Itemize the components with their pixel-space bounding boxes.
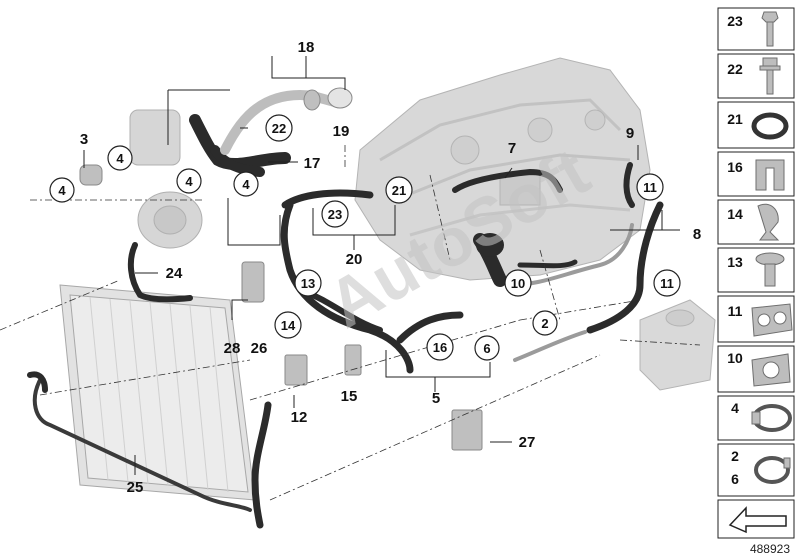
callout-23-text: 23 xyxy=(328,207,342,222)
part-label-20: 20 xyxy=(346,251,363,268)
callout-11-b-text: 11 xyxy=(660,276,674,291)
callout-6-text: 6 xyxy=(483,341,490,356)
expanding-rivet-icon xyxy=(755,252,785,287)
hose-clamp-icon xyxy=(751,404,792,432)
callout-14 xyxy=(274,311,302,339)
part-label-28: 28 xyxy=(224,340,241,357)
part-label-17: 17 xyxy=(304,155,321,172)
legend-number-16: 16 xyxy=(727,159,743,175)
callout-16-text: 16 xyxy=(433,340,447,355)
part-label-15: 15 xyxy=(341,388,358,405)
small-parts xyxy=(79,87,483,451)
part-label-19: 19 xyxy=(333,123,350,140)
callout-21 xyxy=(385,176,413,204)
legend-number-2: 2 xyxy=(731,448,739,464)
engine-block xyxy=(354,57,651,281)
callout-22 xyxy=(265,114,293,142)
double-holder-icon xyxy=(751,303,793,337)
hoses xyxy=(27,89,664,529)
legend-number-22: 22 xyxy=(727,61,743,77)
legend-number-21: 21 xyxy=(727,111,743,127)
callout-4-c xyxy=(176,168,202,194)
callout-16 xyxy=(426,333,454,361)
callout-4-b xyxy=(49,177,75,203)
legend-number-4: 4 xyxy=(731,400,739,416)
callout-11-b xyxy=(653,269,681,297)
legend-icons xyxy=(751,11,793,484)
spring-clip-icon xyxy=(757,203,780,241)
bolt-icon xyxy=(761,11,779,47)
arrow-icon xyxy=(728,506,787,534)
part-label-26: 26 xyxy=(251,340,268,357)
callout-4-b-text: 4 xyxy=(58,183,66,198)
hose-clip-icon xyxy=(755,159,785,191)
callout-4-a xyxy=(107,145,133,171)
legend-number-6: 6 xyxy=(731,471,739,487)
part-label-25: 25 xyxy=(127,479,144,496)
part-label-5: 5 xyxy=(432,390,440,407)
part-labels: 3 18 19 17 7 9 8 20 24 28 26 12 15 5 27 … xyxy=(80,39,701,496)
diagram-reference-number: 488923 xyxy=(750,542,790,556)
callout-10 xyxy=(504,269,532,297)
callout-4-a-text: 4 xyxy=(116,151,124,166)
part-label-3: 3 xyxy=(80,131,88,148)
part-label-7: 7 xyxy=(508,140,516,157)
callout-14-text: 14 xyxy=(281,318,296,333)
callout-21-text: 21 xyxy=(392,183,406,198)
legend-numbers: 23 22 21 16 14 13 11 10 4 2 6 xyxy=(727,13,743,487)
callout-4-d xyxy=(233,171,259,197)
legend-number-11: 11 xyxy=(728,303,743,319)
circled-labels xyxy=(49,114,681,361)
seal-ring-icon xyxy=(751,112,789,140)
callout-13-text: 13 xyxy=(301,276,315,291)
callout-4-c-text: 4 xyxy=(185,174,193,189)
part-label-18: 18 xyxy=(298,39,315,56)
callout-13 xyxy=(294,269,322,297)
part-label-12: 12 xyxy=(291,409,308,426)
legend-boxes xyxy=(717,7,795,539)
part-label-27: 27 xyxy=(519,434,536,451)
callout-22-text: 22 xyxy=(272,121,286,136)
expansion-tank xyxy=(639,299,716,391)
leader-lines xyxy=(83,56,680,475)
callout-23 xyxy=(321,200,349,228)
spring-band-clamp-icon xyxy=(754,456,791,484)
part-label-8: 8 xyxy=(693,226,701,243)
part-label-9: 9 xyxy=(626,125,634,142)
legend-number-10: 10 xyxy=(727,350,743,366)
callout-11-a-text: 11 xyxy=(643,180,657,195)
callout-2 xyxy=(532,310,558,336)
part-label-24: 24 xyxy=(166,265,183,282)
radiator xyxy=(59,284,256,501)
callout-2-text: 2 xyxy=(541,316,548,331)
callout-11-a xyxy=(636,173,664,201)
legend-number-23: 23 xyxy=(727,13,743,29)
legend-number-14: 14 xyxy=(727,206,743,222)
callout-6 xyxy=(474,335,500,361)
callout-4-d-text: 4 xyxy=(242,177,250,192)
flange-bolt-icon xyxy=(759,57,781,95)
legend-number-13: 13 xyxy=(727,254,743,270)
circled-label-text: 4 4 4 4 22 21 23 11 11 10 13 14 16 6 2 xyxy=(58,121,673,356)
alternator xyxy=(129,109,203,249)
callout-10-text: 10 xyxy=(511,276,525,291)
legend-column: 23 22 21 16 14 13 11 10 4 2 6 xyxy=(717,7,795,539)
holder-icon xyxy=(751,353,791,387)
